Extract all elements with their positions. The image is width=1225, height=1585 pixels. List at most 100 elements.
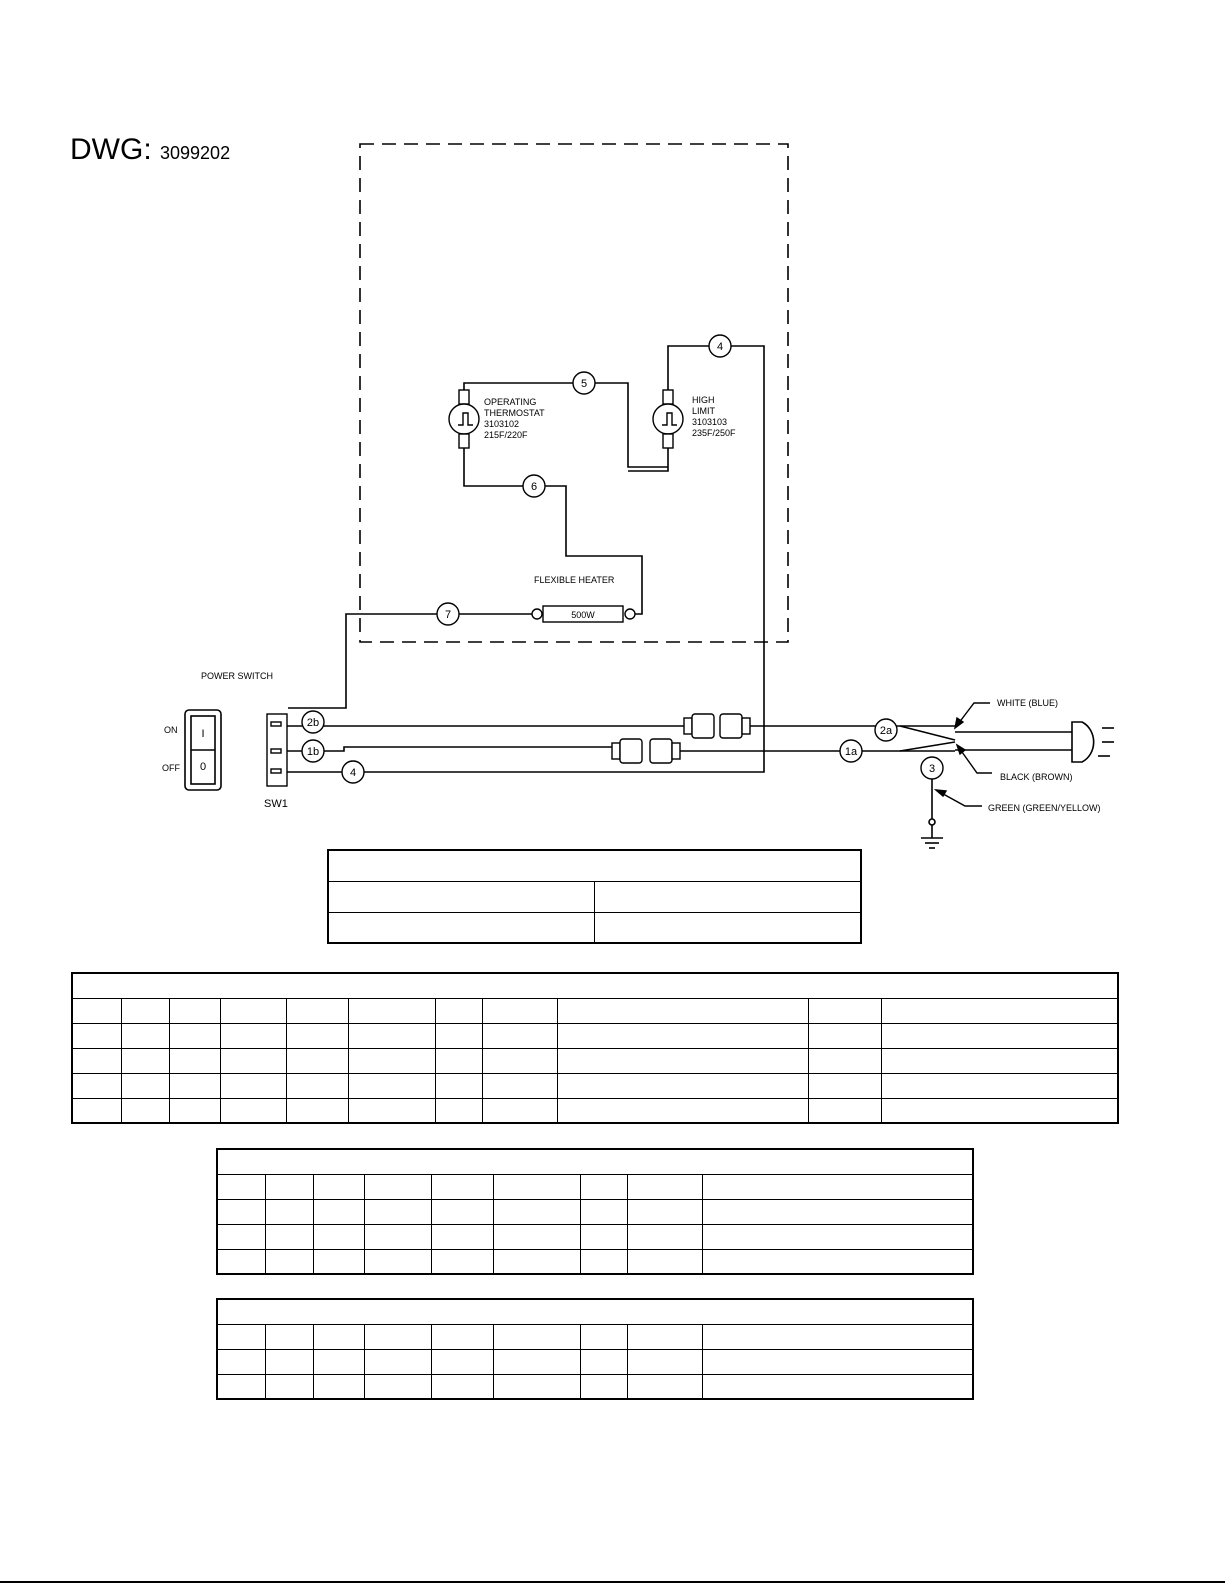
- table-cell: [492, 1348, 581, 1375]
- op-thermostat-line-3: 3103102: [484, 419, 519, 429]
- table-row: [71, 997, 1119, 1024]
- wire-5: [463, 382, 668, 468]
- table-cell: [264, 1198, 314, 1225]
- table-cell: [579, 1323, 628, 1350]
- high-limit-line-2: LIMIT: [692, 406, 716, 416]
- table-cell: [481, 997, 558, 1024]
- table-cell: [168, 1072, 221, 1099]
- table-cell: [430, 1348, 494, 1375]
- wire-6: [463, 448, 643, 615]
- wire-circle-7: [436, 602, 460, 626]
- table-cell: [593, 880, 862, 913]
- rating-table: [327, 849, 862, 944]
- table-cell: [285, 1097, 349, 1124]
- op-thermostat-line-1: OPERATING: [484, 397, 536, 407]
- table-cell: [626, 1173, 703, 1200]
- table-cell: [216, 1148, 974, 1175]
- table-cell: [264, 1223, 314, 1250]
- table-cell: [481, 1047, 558, 1074]
- table-cell: [556, 1072, 809, 1099]
- wire-circle-4: [341, 760, 365, 784]
- parts-table-tertiary: [216, 1298, 975, 1400]
- table-cell: [168, 997, 221, 1024]
- table-row: [71, 1047, 1119, 1074]
- table-cell: [312, 1373, 365, 1400]
- table-cell: [481, 1072, 558, 1099]
- table-row: [327, 880, 862, 913]
- table-cell: [434, 1097, 483, 1124]
- table-cell: [880, 997, 1119, 1024]
- cord-white-label: WHITE (BLUE): [997, 698, 1058, 708]
- table-cell: [216, 1298, 974, 1325]
- table-cell: [492, 1248, 581, 1275]
- table-cell: [264, 1173, 314, 1200]
- switch-terminal-block: [266, 713, 288, 787]
- switch-on-symbol: I: [201, 728, 204, 740]
- table-row: [71, 1072, 1119, 1099]
- table-row: [216, 1148, 974, 1175]
- table-cell: [347, 1022, 436, 1049]
- table-cell: [363, 1223, 432, 1250]
- cord-white: [899, 725, 956, 741]
- table-cell: [880, 1097, 1119, 1124]
- switch-reference: SW1: [264, 798, 288, 810]
- cord-green-label: GREEN (GREEN/YELLOW): [988, 803, 1101, 813]
- table-row: [216, 1198, 974, 1225]
- table-cell: [71, 1022, 122, 1049]
- table-cell: [347, 1097, 436, 1124]
- table-cell: [434, 1022, 483, 1049]
- op-thermostat-line-4: 215F/220F: [484, 430, 528, 440]
- high-limit-bottom-lead: [628, 448, 669, 472]
- table-cell: [168, 1047, 221, 1074]
- table-cell: [312, 1323, 365, 1350]
- table-row: [216, 1248, 974, 1275]
- table-cell: [168, 1097, 221, 1124]
- leader-black: [956, 744, 992, 774]
- table-cell: [701, 1173, 974, 1200]
- table-cell: [626, 1248, 703, 1275]
- table-cell: [363, 1173, 432, 1200]
- table-cell: [579, 1373, 628, 1400]
- table-cell: [216, 1223, 266, 1250]
- table-cell: [363, 1348, 432, 1375]
- table-cell: [285, 1072, 349, 1099]
- table-cell: [216, 1323, 266, 1350]
- leader-white: [954, 702, 990, 729]
- table-cell: [880, 1072, 1119, 1099]
- table-cell: [264, 1323, 314, 1350]
- table-cell: [363, 1248, 432, 1275]
- heater-label: FLEXIBLE HEATER: [534, 575, 615, 585]
- table-cell: [216, 1348, 266, 1375]
- wire-circle-5: [572, 371, 596, 395]
- table-cell: [492, 1373, 581, 1400]
- ground-symbol: [921, 818, 943, 849]
- table-cell: [347, 997, 436, 1024]
- table-cell: [430, 1323, 494, 1350]
- wire-label-4: 4: [350, 767, 356, 779]
- table-cell: [492, 1323, 581, 1350]
- table-cell: [219, 997, 287, 1024]
- table-cell: [626, 1373, 703, 1400]
- table-cell: [312, 1248, 365, 1275]
- table-cell: [312, 1348, 365, 1375]
- table-cell: [312, 1223, 365, 1250]
- table-cell: [807, 1072, 882, 1099]
- table-cell: [701, 1198, 974, 1225]
- table-cell: [264, 1248, 314, 1275]
- table-cell: [327, 880, 595, 913]
- drawing-number: DWG: 3099202: [70, 130, 230, 173]
- table-cell: [219, 1072, 287, 1099]
- parts-table-secondary: [216, 1148, 975, 1275]
- table-cell: [434, 1072, 483, 1099]
- table-cell: [807, 1097, 882, 1124]
- table-cell: [430, 1373, 494, 1400]
- op-thermostat-line-2: THERMOSTAT: [484, 408, 545, 418]
- power-switch-label: POWER SWITCH: [201, 671, 273, 681]
- high-limit-line-3: 3103103: [692, 417, 727, 427]
- table-cell: [347, 1047, 436, 1074]
- table-row: [71, 972, 1119, 999]
- table-cell: [492, 1198, 581, 1225]
- table-row: [216, 1173, 974, 1200]
- page-bottom-rule: [0, 1581, 1225, 1583]
